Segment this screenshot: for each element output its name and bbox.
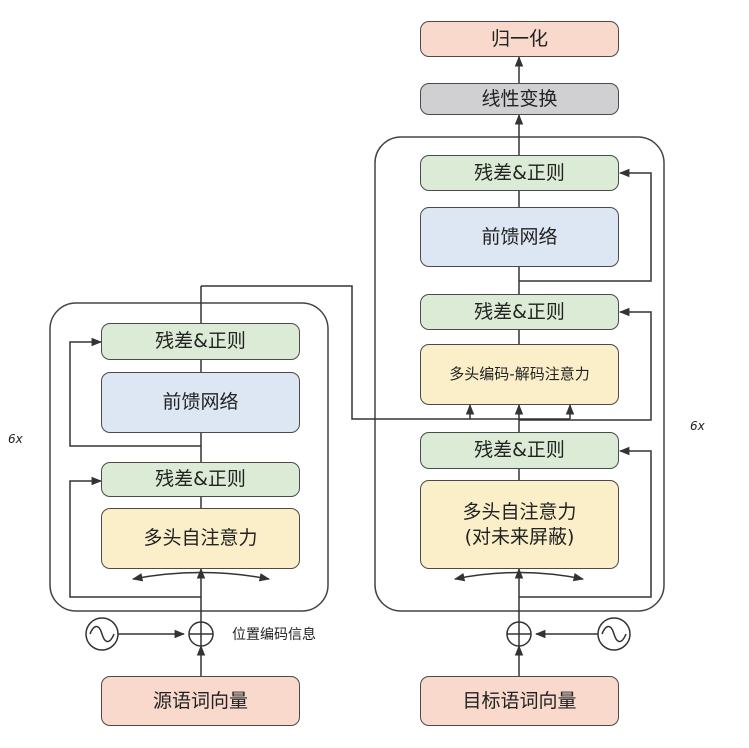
encoder-repeat-label: 6x [8,432,23,446]
positional-encoding-label: 位置编码信息 [232,627,316,643]
decoder-softmax-output: 归一化 [420,21,619,57]
encoder-input-embedding: 源语词向量 [101,676,300,726]
encoder-positional-wave-icon [85,617,119,651]
decoder-repeat-label: 6x [690,419,705,433]
encoder-addnorm-bottom: 残差&正则 [101,462,300,497]
encoder-addnorm-top: 残差&正则 [101,323,300,360]
decoder-linear: 线性变换 [420,83,619,115]
encoder-self-attention: 多头自注意力 [101,508,300,569]
decoder-masked-self-attention: 多头自注意力 (对未来屏蔽) [420,480,619,569]
encoder-feed-forward: 前馈网络 [101,372,300,433]
encoder-block-frame [49,302,329,612]
decoder-addnorm-top: 残差&正则 [420,155,619,191]
decoder-cross-attention: 多头编码-解码注意力 [420,344,619,405]
decoder-addnorm-mid: 残差&正则 [420,294,619,330]
decoder-addnorm-bottom: 残差&正则 [420,432,619,469]
decoder-input-embedding: 目标语词向量 [420,676,619,726]
decoder-feed-forward: 前馈网络 [420,207,619,267]
decoder-positional-wave-icon [597,617,631,651]
